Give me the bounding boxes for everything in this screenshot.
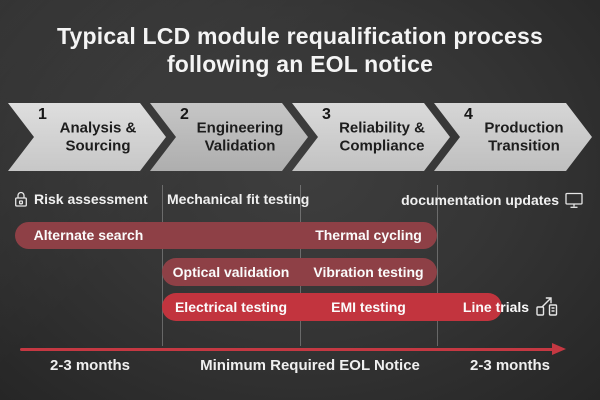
process-step-3: 3 Reliability & Compliance <box>292 103 450 171</box>
mechanical-fit-label: Mechanical fit testing <box>167 191 310 207</box>
step-number: 1 <box>38 106 47 123</box>
task-band-row3 <box>162 293 502 321</box>
mechanical-fit-note: Mechanical fit testing <box>167 189 309 209</box>
process-step-1: 1 Analysis & Sourcing <box>8 103 166 171</box>
growth-icon <box>533 293 561 321</box>
step-number: 3 <box>322 106 331 123</box>
page-title: Typical LCD module requalification proce… <box>57 23 543 78</box>
step-label: Engineering Validation <box>196 119 284 154</box>
risk-assessment-note: Risk assessment <box>14 189 148 209</box>
task-alternate-search: Alternate search <box>33 227 144 243</box>
risk-assessment-label: Risk assessment <box>34 191 148 207</box>
task-band-row1 <box>15 222 437 249</box>
step-label: Production Transition <box>484 119 564 154</box>
monitor-icon <box>565 192 583 209</box>
step-number: 2 <box>180 106 189 123</box>
documentation-label: documentation updates <box>401 192 559 208</box>
task-emi-testing: EMI testing <box>331 299 406 315</box>
timeline-center-label: Minimum Required EOL Notice <box>200 357 420 374</box>
process-step-4: 4 Production Transition <box>434 103 592 171</box>
process-step-2: 2 Engineering Validation <box>150 103 308 171</box>
task-band-row2 <box>162 258 437 286</box>
line-trials-label: Line trials <box>462 299 530 315</box>
documentation-note: documentation updates <box>401 190 583 210</box>
task-vibration-testing: Vibration testing <box>313 264 424 280</box>
column-divider <box>437 185 438 346</box>
step-number: 4 <box>464 106 473 123</box>
task-thermal-cycling: Thermal cycling <box>315 227 422 243</box>
timeline-left-duration: 2-3 months <box>49 357 130 374</box>
step-label: Analysis & Sourcing <box>59 119 137 154</box>
lock-icon <box>14 191 28 208</box>
task-electrical-testing: Electrical testing <box>174 299 288 315</box>
timeline-right-duration: 2-3 months <box>469 357 550 374</box>
step-label: Reliability & Compliance <box>339 119 425 154</box>
timeline-arrow <box>20 348 554 351</box>
task-optical-validation: Optical validation <box>172 264 290 280</box>
timeline-arrowhead <box>552 343 566 355</box>
